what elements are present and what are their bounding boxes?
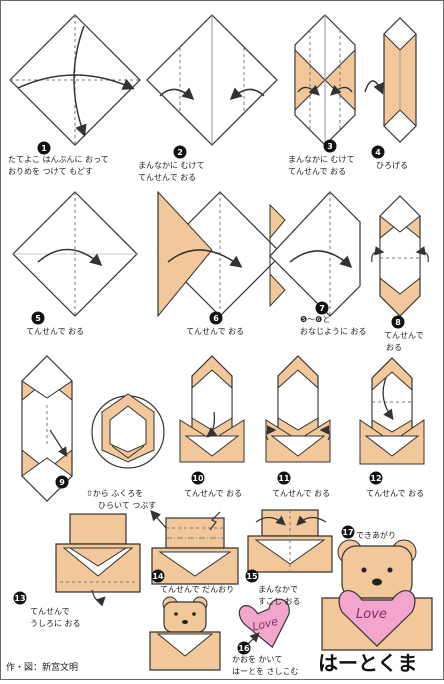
step-16-caption-line-1: かおを かいて — [232, 655, 282, 664]
finished-heart-label: Love — [356, 607, 387, 622]
step-16-number: 16 — [237, 641, 251, 655]
step-7-figure — [269, 191, 361, 317]
step-14-number: 14 — [151, 569, 165, 583]
step-13-number-label: 13 — [14, 594, 25, 603]
step-3-caption-line-1: まんなかに むけて — [288, 155, 355, 164]
step-5-number-label: 5 — [35, 314, 41, 323]
step-8-caption-line-2: おる — [386, 343, 402, 352]
step-13-figure — [55, 513, 141, 607]
step-8-number-label: 8 — [395, 318, 401, 327]
step-6-figure — [157, 190, 283, 318]
step-9-figure — [21, 355, 73, 502]
step-4-number: 4 — [371, 145, 385, 159]
step-8-number: 8 — [391, 315, 405, 329]
step-13-caption-line-1: てんせんで — [30, 607, 70, 616]
finished-bear — [321, 539, 433, 651]
step-4-number-label: 4 — [375, 148, 381, 157]
step-1-number-label: 1 — [41, 144, 47, 153]
step-17-caption-line-1: できあがり — [356, 530, 396, 540]
arrow-3-to-4 — [364, 80, 384, 95]
step-1-number: 1 — [37, 141, 51, 155]
step-6-number-label: 6 — [213, 314, 219, 323]
step-10-number-label: 10 — [192, 474, 204, 483]
step-11-number-label: 11 — [278, 474, 290, 483]
step-1-figure — [9, 14, 141, 146]
step-13-number: 13 — [13, 591, 27, 605]
credit: 作・図：新宮文明 — [6, 661, 78, 673]
step-8-caption-line-1: てんせんで — [384, 331, 424, 340]
step-7-caption-line-1: ❺～❻と — [300, 315, 330, 324]
step-15-caption-line-2: すこし おる — [258, 597, 301, 606]
step-7-number-label: 7 — [319, 304, 325, 313]
step-13-caption-line-2: うしろに おる — [30, 619, 81, 628]
step-15-caption-line-1: まんなかで — [258, 585, 298, 594]
step-1-caption-line-2: おりめを つけて もどす — [8, 167, 93, 176]
step-5-figure — [12, 191, 138, 317]
heart-piece-label: Love — [251, 615, 280, 634]
step-16-caption-line-2: はーとを さしこむ — [232, 667, 299, 676]
step-12-number-label: 12 — [370, 474, 381, 483]
step-2-number: 2 — [173, 145, 187, 159]
step-10-number: 10 — [191, 471, 205, 485]
step-12-caption-line-1: てんせんで おる — [366, 489, 424, 498]
step-17-number: 17 — [341, 525, 355, 539]
step-3-number-label: 3 — [327, 142, 333, 151]
step-8-figure — [371, 195, 429, 317]
step-3-figure — [294, 14, 356, 146]
step-11-number: 11 — [277, 471, 291, 485]
step-6-caption-line-1: てんせんで おる — [186, 327, 244, 336]
step-11-caption-line-1: てんせんで おる — [272, 489, 330, 498]
step-7-number: 7 — [315, 301, 329, 315]
step-12-figure — [359, 357, 425, 465]
step-10-caption-line-1: てんせんで おる — [184, 489, 242, 498]
step-15-number: 15 — [245, 569, 259, 583]
step-14-figure — [150, 510, 239, 585]
step-2-number-label: 2 — [177, 148, 183, 157]
diagram-title: はーとくま — [318, 651, 417, 675]
step-3-caption-line-2: てんせんで おる — [288, 167, 346, 176]
step-4-figure — [383, 17, 417, 143]
step-5-caption-line-1: てんせんで おる — [26, 327, 84, 336]
step-15-figure — [247, 509, 333, 573]
step-9-caption-line-2: ひらいて つぶす — [98, 501, 156, 510]
step-4-caption-line-1: ひろげる — [376, 161, 408, 170]
step-14-caption-line-1: てんせんで だんおり — [160, 585, 234, 594]
step-3-number: 3 — [323, 139, 337, 153]
step-11-figure — [265, 355, 331, 463]
step-7-caption-line-2: おなじように おる — [300, 327, 367, 336]
step-15-number-label: 15 — [246, 572, 258, 581]
step-9-number-label: 9 — [59, 478, 65, 487]
step-10-figure — [179, 355, 245, 463]
step-9-caption-line-1: ⇧から ふくろを — [86, 489, 143, 498]
heart-piece — [238, 598, 290, 649]
step-9-detail — [91, 393, 165, 469]
step-17-number-label: 17 — [342, 528, 353, 537]
step-9-number: 9 — [55, 475, 69, 489]
step-16-figure — [149, 596, 221, 671]
step-2-caption-line-1: まんなかに むけて — [138, 161, 205, 170]
step-14-number-label: 14 — [152, 572, 164, 581]
step-1-caption-line-1: たてよこ はんぶんに おって — [8, 155, 109, 164]
step-6-number: 6 — [209, 311, 223, 325]
step-5-number: 5 — [31, 311, 45, 325]
step-16-number-label: 16 — [238, 644, 250, 653]
step-2-caption-line-2: てんせんで おる — [138, 173, 196, 182]
step-2-figure — [146, 14, 278, 146]
step-12-number: 12 — [369, 471, 383, 485]
